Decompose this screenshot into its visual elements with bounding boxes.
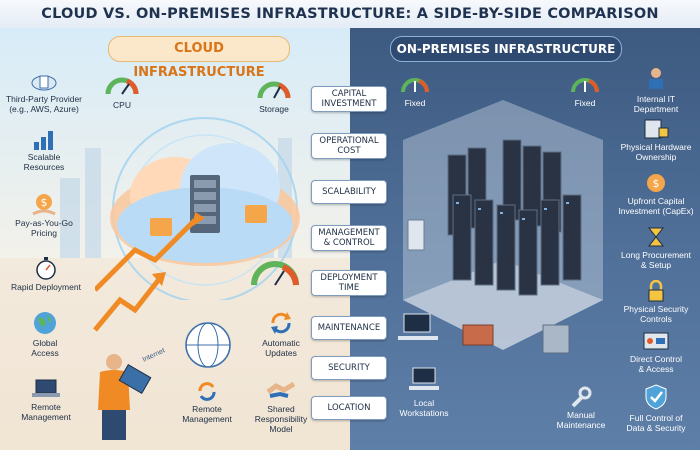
- feature-rapid-deployment: Rapid Deployment: [4, 256, 88, 292]
- category-deployment-time: DEPLOYMENT TIME: [311, 270, 387, 296]
- feature-full-control: Full Control of Data & Security: [614, 383, 698, 433]
- it-person-icon: [649, 68, 663, 89]
- onprem-infrastructure-header: ON-PREMISES INFRASTRUCTURE: [390, 36, 622, 62]
- feature-global-access: Global Access: [10, 310, 80, 358]
- feature-local-workstations: Local Workstations: [388, 366, 460, 418]
- cloud-building-icon: [31, 75, 57, 91]
- feature-third-party-provider: Third-Party Provider (e.g., AWS, Azure): [4, 70, 84, 114]
- wrench-icon: [571, 386, 592, 408]
- svg-text:$: $: [41, 196, 48, 209]
- feature-scalable-resources: Scalable Resources: [6, 128, 82, 172]
- category-maintenance: MAINTENANCE: [311, 316, 387, 340]
- fixed-label-left: Fixed: [404, 98, 426, 108]
- server-lock-icon: [644, 119, 669, 139]
- workstation-icon: [409, 367, 439, 390]
- cloud-infrastructure-header: CLOUD INFRASTRUCTURE: [108, 36, 290, 80]
- category-operational-cost: OPERATIONAL COST: [311, 133, 387, 159]
- feature-upfront-capital: $ Upfront Capital Investment (CapEx): [612, 172, 700, 216]
- fixed-gauge-icon-left: [401, 78, 429, 93]
- feature-remote-management-center: Remote Management: [172, 380, 242, 424]
- desk-workstation-top: [398, 313, 438, 340]
- storage-gauge-icon: [257, 81, 291, 99]
- category-management-control: MANAGEMENT & CONTROL: [311, 225, 387, 251]
- feature-automatic-updates: Automatic Updates: [250, 310, 312, 358]
- feature-physical-hardware: Physical Hardware Ownership: [612, 118, 700, 162]
- sync-arrows-icon: [271, 312, 291, 334]
- scale-bars-icon: [34, 131, 53, 150]
- shield-check-icon: [645, 384, 667, 410]
- category-capital-investment: CAPITAL INVESTMENT: [311, 86, 387, 112]
- performance-gauge-icon: [251, 261, 299, 286]
- server-room-illustration: [403, 100, 603, 354]
- storage-label: Storage: [259, 104, 289, 114]
- laptop-icon: [32, 379, 60, 397]
- feature-long-procurement: Long Procurement & Setup: [612, 226, 700, 270]
- category-location: LOCATION: [311, 396, 387, 420]
- network-globe: [185, 322, 231, 368]
- feature-manual-maintenance: Manual Maintenance: [548, 386, 614, 430]
- central-cloud-illustration: [95, 117, 300, 300]
- control-panel-icon: [643, 332, 669, 350]
- dollar-hand-icon: $: [32, 194, 56, 216]
- fixed-gauge-icon-right: [571, 78, 599, 93]
- feature-remote-management-left: Remote Management: [8, 378, 84, 422]
- feature-physical-security: Physical Security Controls: [612, 280, 700, 324]
- page-title: CLOUD VS. ON-PREMISES INFRASTRUCTURE: A …: [0, 0, 700, 29]
- hourglass-icon: [647, 227, 665, 247]
- cpu-label: CPU: [113, 100, 131, 110]
- growth-arrows: [93, 272, 166, 332]
- padlock-icon: [648, 280, 664, 302]
- globe-icon: [34, 312, 56, 334]
- person-with-tablet: [98, 354, 152, 440]
- svg-text:$: $: [653, 177, 660, 190]
- dollar-icon: $: [647, 174, 665, 192]
- refresh-icon: [198, 382, 216, 401]
- feature-shared-responsibility: Shared Responsibility Model: [246, 380, 316, 434]
- cpu-gauge-icon: [105, 77, 139, 95]
- stopwatch-icon: [36, 257, 56, 280]
- feature-direct-control: Direct Control & Access: [614, 330, 698, 374]
- feature-internal-it: Internal IT Department: [614, 66, 698, 114]
- category-scalability: SCALABILITY: [311, 180, 387, 204]
- fixed-label-right: Fixed: [574, 98, 596, 108]
- handshake-icon: [266, 381, 296, 398]
- category-security: SECURITY: [311, 356, 387, 380]
- feature-pay-as-you-go: $ Pay-as-You-Go Pricing: [6, 192, 82, 238]
